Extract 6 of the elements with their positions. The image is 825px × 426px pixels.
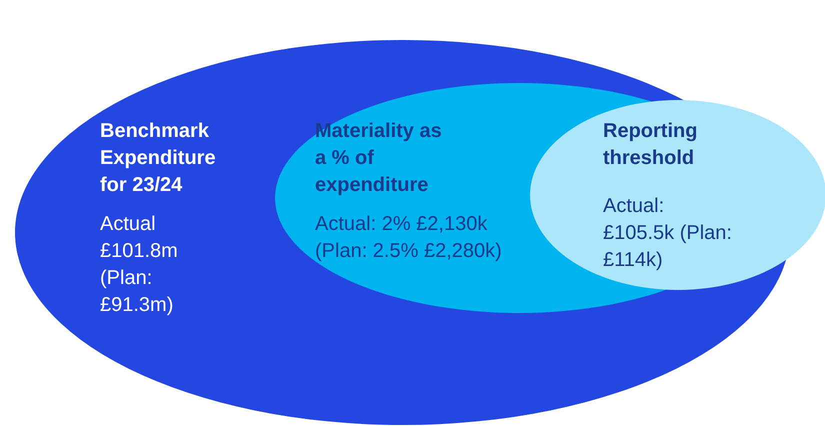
value-text: Actual: 2% £2,130k (Plan: 2.5% £2,280k) [315,212,503,264]
heading-text: Materiality as a % of expenditure [315,119,443,198]
heading-text: Reporting threshold [603,119,698,171]
value-text: Actual: £105.5k (Plan: £114k) [603,194,733,273]
value-text: Actual £101.8m (Plan: £91.3m) [100,212,179,318]
heading-text: Benchmark Expenditure for 23/24 [100,119,217,198]
